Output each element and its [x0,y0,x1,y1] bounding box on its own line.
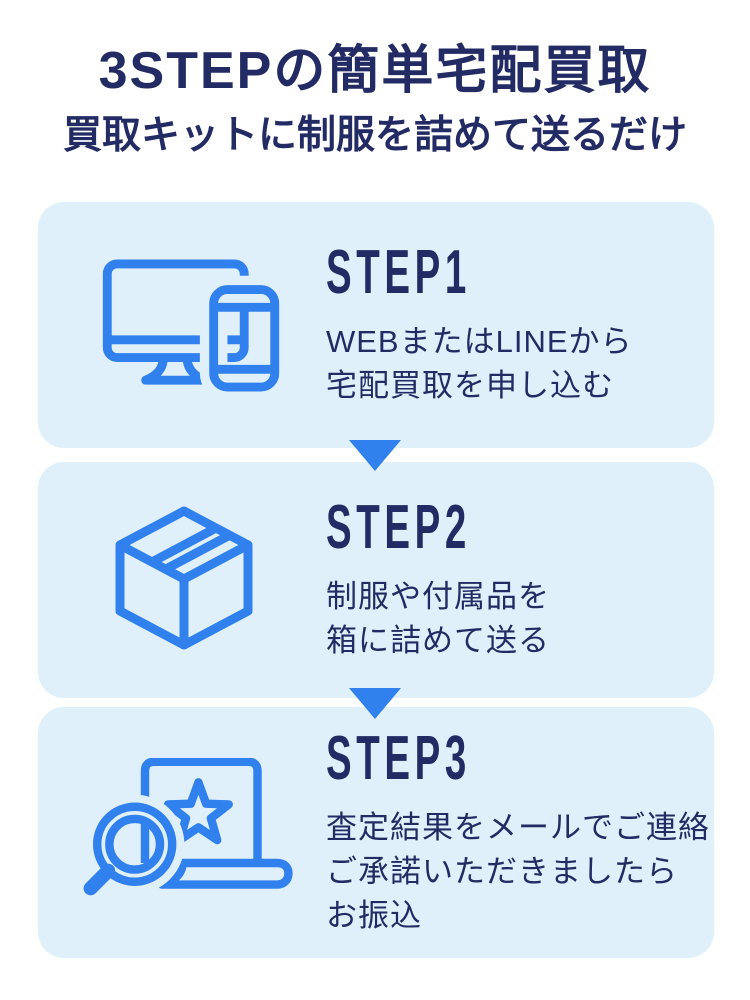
step1-card: STEP1 WEBまたはLINEから 宅配買取を申し込む [38,202,714,448]
step3-description-line2: ご承諾いただきましたら [326,853,678,889]
step1-label: STEP1 [326,238,471,307]
step2-description-line1: 制服や付属品を [326,579,550,614]
step3-icon-column [38,757,326,908]
step2-icon-column [38,505,326,655]
step1-description-line2: 宅配買取を申し込む [326,368,614,403]
page-subtitle: 買取キットに制服を詰めて送るだけ [62,114,687,157]
step3-text: STEP3 査定結果をメールでご連絡 ご承諾いただきましたら お振込 [326,723,730,938]
step1-text: STEP1 WEBまたはLINEから 宅配買取を申し込む [326,242,714,408]
step3-description-line3: お振込 [326,897,422,933]
step1-icon-column [38,258,326,392]
step1-description-line1: WEBまたはLINEから [326,324,633,359]
step3-description: 査定結果をメールでご連絡 ご承諾いただきましたら お振込 [326,806,710,938]
down-arrow-icon [349,688,401,719]
shipping-box-icon [115,506,253,650]
step3-card: STEP3 査定結果をメールでご連絡 ご承諾いただきましたら お振込 [38,707,714,958]
monitor-smartphone-icon [102,258,280,392]
step2-description-line2: 箱に詰めて送る [326,623,550,658]
step2-label: STEP2 [326,493,471,562]
step1-description: WEBまたはLINEから 宅配買取を申し込む [326,320,694,408]
step2-description: 制服や付属品を 箱に詰めて送る [326,575,694,663]
step3-label: STEP3 [326,723,471,793]
laptop-search-star-icon [74,757,293,904]
page-title: 3STEPの簡単宅配買取 [98,42,652,100]
step3-description-line1: 査定結果をメールでご連絡 [326,809,710,845]
down-arrow-icon [349,440,401,471]
step2-card: STEP2 制服や付属品を 箱に詰めて送る [38,462,714,698]
step2-text: STEP2 制服や付属品を 箱に詰めて送る [326,497,714,663]
